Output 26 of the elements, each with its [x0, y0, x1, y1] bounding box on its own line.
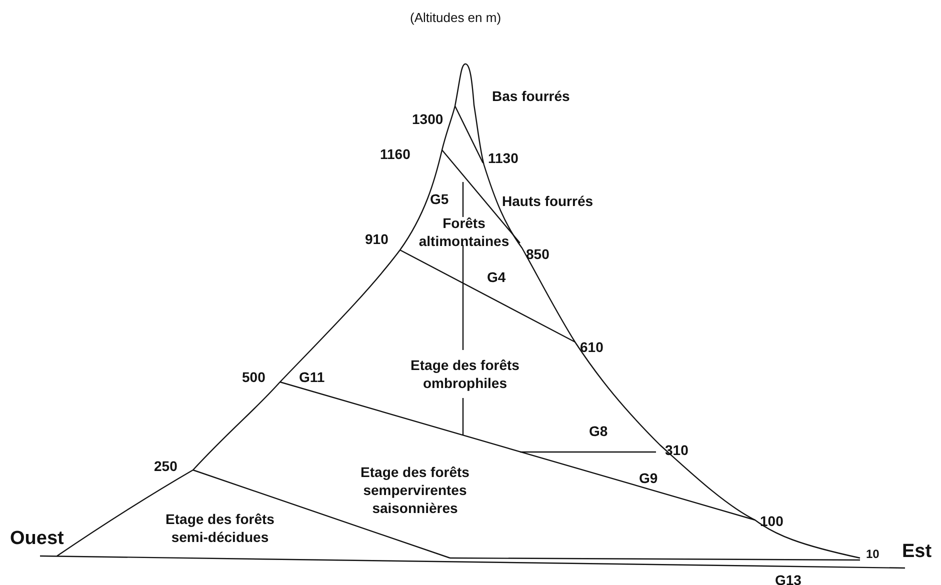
zone-code: G5 [430, 190, 449, 208]
zone-label: Bas fourrés [492, 87, 570, 106]
altitude-label: 610 [580, 338, 604, 356]
altitude-label: 850 [526, 245, 550, 264]
zone-code: G4 [487, 268, 506, 286]
zone-code: G11 [299, 368, 325, 386]
zone-code: G8 [589, 422, 608, 440]
zone-label: Forêts altimontaines [418, 214, 510, 250]
zone-code: G13 [775, 571, 802, 585]
altitude-label: 310 [665, 441, 688, 460]
altitude-label: 1160 [380, 145, 410, 164]
caption-note: (Altitudes en m) [410, 10, 502, 27]
altitude-label: 500 [242, 368, 266, 386]
altitude-label: 10 [866, 547, 880, 563]
direction-label: Est [902, 540, 932, 564]
zone-label: Etage des forêts ombrophiles [410, 356, 520, 392]
altitude-label: 100 [760, 512, 784, 530]
direction-label: Ouest [10, 527, 64, 551]
altitude-label: 1130 [488, 149, 518, 168]
altitude-label: 250 [154, 457, 178, 476]
altitude-label: 1300 [412, 110, 444, 128]
altitude-label: 910 [365, 230, 388, 248]
zone-label: Etage des forêts semi-décidues [164, 510, 276, 546]
zone-label: Etage des forêts sempervirentes saisonnières [360, 463, 470, 518]
zone-code: G9 [639, 469, 658, 488]
zone-label: Hauts fourrés [502, 192, 594, 210]
